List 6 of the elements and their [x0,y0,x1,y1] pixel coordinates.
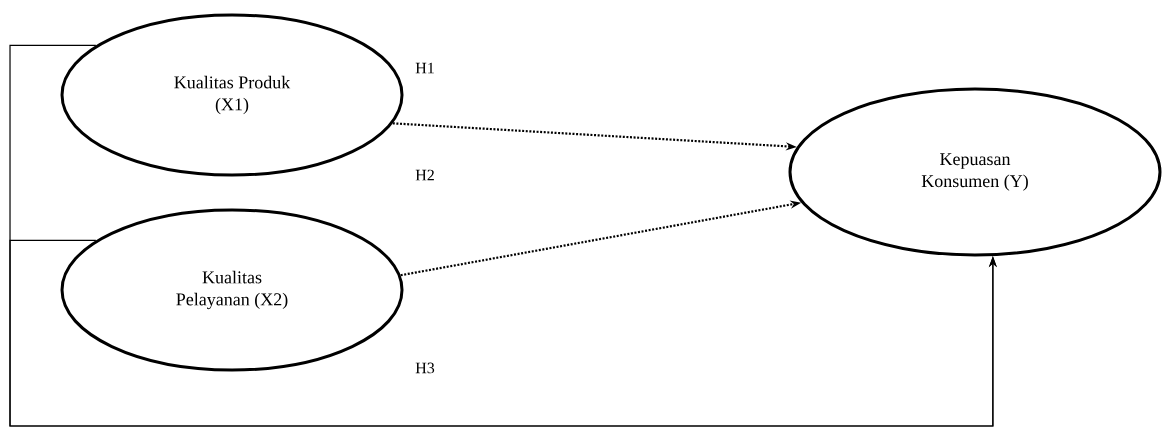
ellipse-node: Kepuasan Konsumen (Y) [788,87,1162,257]
hypothesis-label: H3 [415,362,435,374]
hypothesis-label: H2 [415,169,434,181]
connector-line [9,239,997,427]
ellipse-node: Kualitas Produk (X1) [60,13,404,177]
ellipse-node: Kualitas Pelayanan (X2) [60,208,404,372]
